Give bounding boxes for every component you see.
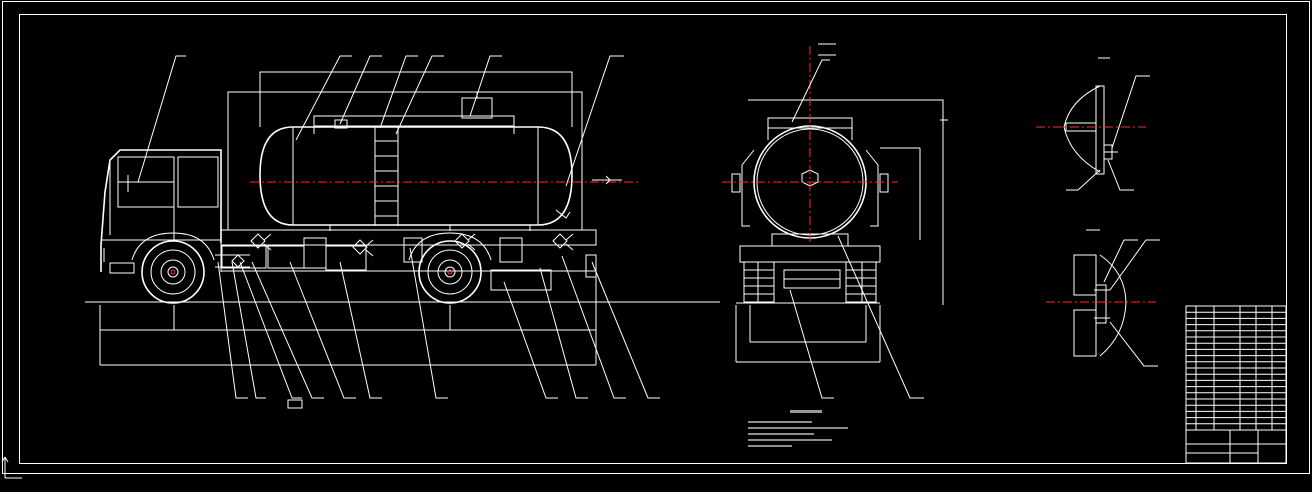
side-view [85,71,720,366]
envelope-lines [99,71,597,366]
tank-body [259,92,573,231]
title-block [1185,305,1287,464]
detail-view-a [1036,57,1150,191]
ucs-icon [1,456,22,479]
chassis-frame [220,229,597,278]
spare-tire-side [490,269,552,291]
technical-notes [748,410,848,447]
rear-leaders [789,59,924,399]
front-wheel [131,232,215,304]
side-leaders-top [137,55,624,187]
detail-view-b [1046,229,1160,367]
drawing-frame [2,1,1310,474]
rear-wheel [408,232,492,304]
rear-tires [743,261,877,303]
rear-view [722,43,948,363]
truck-cab [100,149,222,274]
side-leaders-bottom [217,247,660,409]
